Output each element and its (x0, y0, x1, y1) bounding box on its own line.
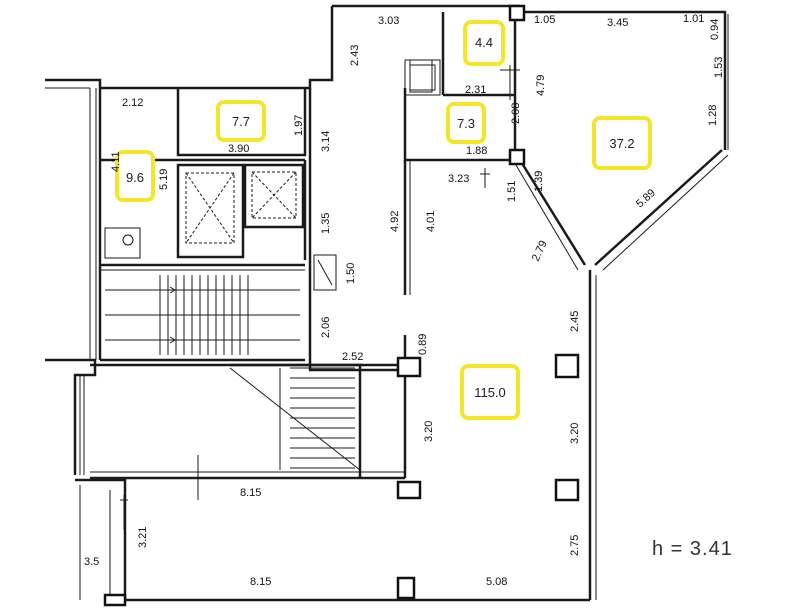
dimension-label: 3.90 (228, 143, 249, 155)
dimension-label: 3.45 (607, 17, 628, 29)
area-value-room-1: 9.6 (126, 170, 144, 185)
area-labels: 9.6 7.7 4.4 7.3 37.2 115.0 (115, 20, 652, 420)
dimension-labels: 3.03 2.43 1.05 3.45 1.01 0.94 1.53 1.28 … (84, 13, 725, 588)
dimension-label: 3.20 (569, 423, 581, 444)
dimension-label: 3.21 (137, 527, 149, 548)
dimension-label: 1.35 (320, 213, 332, 234)
dimension-label: 3.23 (448, 173, 469, 185)
area-label-room-1: 9.6 (115, 150, 155, 202)
stairs-lower (229, 367, 361, 471)
dimension-label: 2.79 (530, 239, 550, 263)
area-label-room-2: 7.7 (216, 100, 266, 142)
dimension-label: 1.53 (713, 57, 725, 78)
dimension-label: 2.06 (320, 317, 332, 338)
area-label-room-6: 115.0 (460, 364, 520, 420)
columns (103, 4, 580, 607)
dimension-label: 1.50 (345, 263, 357, 284)
dimension-label: 2.43 (349, 45, 361, 66)
dimension-label: 1.51 (506, 181, 518, 202)
area-label-room-3: 4.4 (463, 20, 505, 66)
area-value-room-4: 7.3 (457, 116, 475, 131)
dimension-label: 5.08 (486, 576, 507, 588)
dimension-label: 4.11 (110, 151, 122, 172)
area-value-room-2: 7.7 (232, 114, 250, 129)
dimension-label: 3.14 (320, 131, 332, 152)
dimension-ticks (120, 65, 520, 530)
dimension-label: 1.97 (293, 115, 305, 136)
elevators (104, 163, 305, 259)
dimension-label: 3.03 (378, 15, 399, 27)
shafts (313, 59, 433, 291)
dimension-label: 1.05 (534, 14, 555, 26)
area-value-room-6: 115.0 (474, 385, 506, 400)
dimension-label: 8.15 (240, 487, 261, 499)
dimension-label: 2.12 (122, 97, 143, 109)
dimension-label: 1.39 (533, 171, 545, 192)
dimension-label: 2.31 (465, 84, 486, 96)
dimension-label: 3.5 (84, 556, 99, 568)
dimension-label: 1.01 (683, 13, 704, 25)
dimension-label: 4.92 (389, 211, 401, 232)
dimension-label: 1.88 (466, 145, 487, 157)
area-label-room-5: 37.2 (592, 116, 652, 170)
dimension-label: 5.89 (634, 187, 658, 210)
dimension-label: 8.15 (250, 576, 271, 588)
area-label-room-4: 7.3 (446, 102, 486, 144)
dimension-label: 2.45 (569, 311, 581, 332)
walls (45, 4, 729, 602)
dimension-label: 2.08 (510, 103, 522, 124)
area-value-room-5: 37.2 (609, 136, 634, 151)
stairs-upper (105, 275, 300, 355)
ceiling-height-note: h = 3.41 (652, 538, 733, 560)
dimension-label: 0.94 (709, 19, 721, 40)
dimension-label: 3.20 (423, 421, 435, 442)
dimension-label: 0.89 (417, 334, 429, 355)
dimension-label: 4.01 (425, 211, 437, 232)
dimension-label: 2.75 (569, 535, 581, 556)
dimension-label: 5.19 (158, 169, 170, 190)
area-value-room-3: 4.4 (475, 35, 493, 50)
dimension-label: 4.79 (535, 75, 547, 96)
dimension-label: 1.28 (707, 105, 719, 126)
dimension-label: 2.52 (342, 351, 363, 363)
